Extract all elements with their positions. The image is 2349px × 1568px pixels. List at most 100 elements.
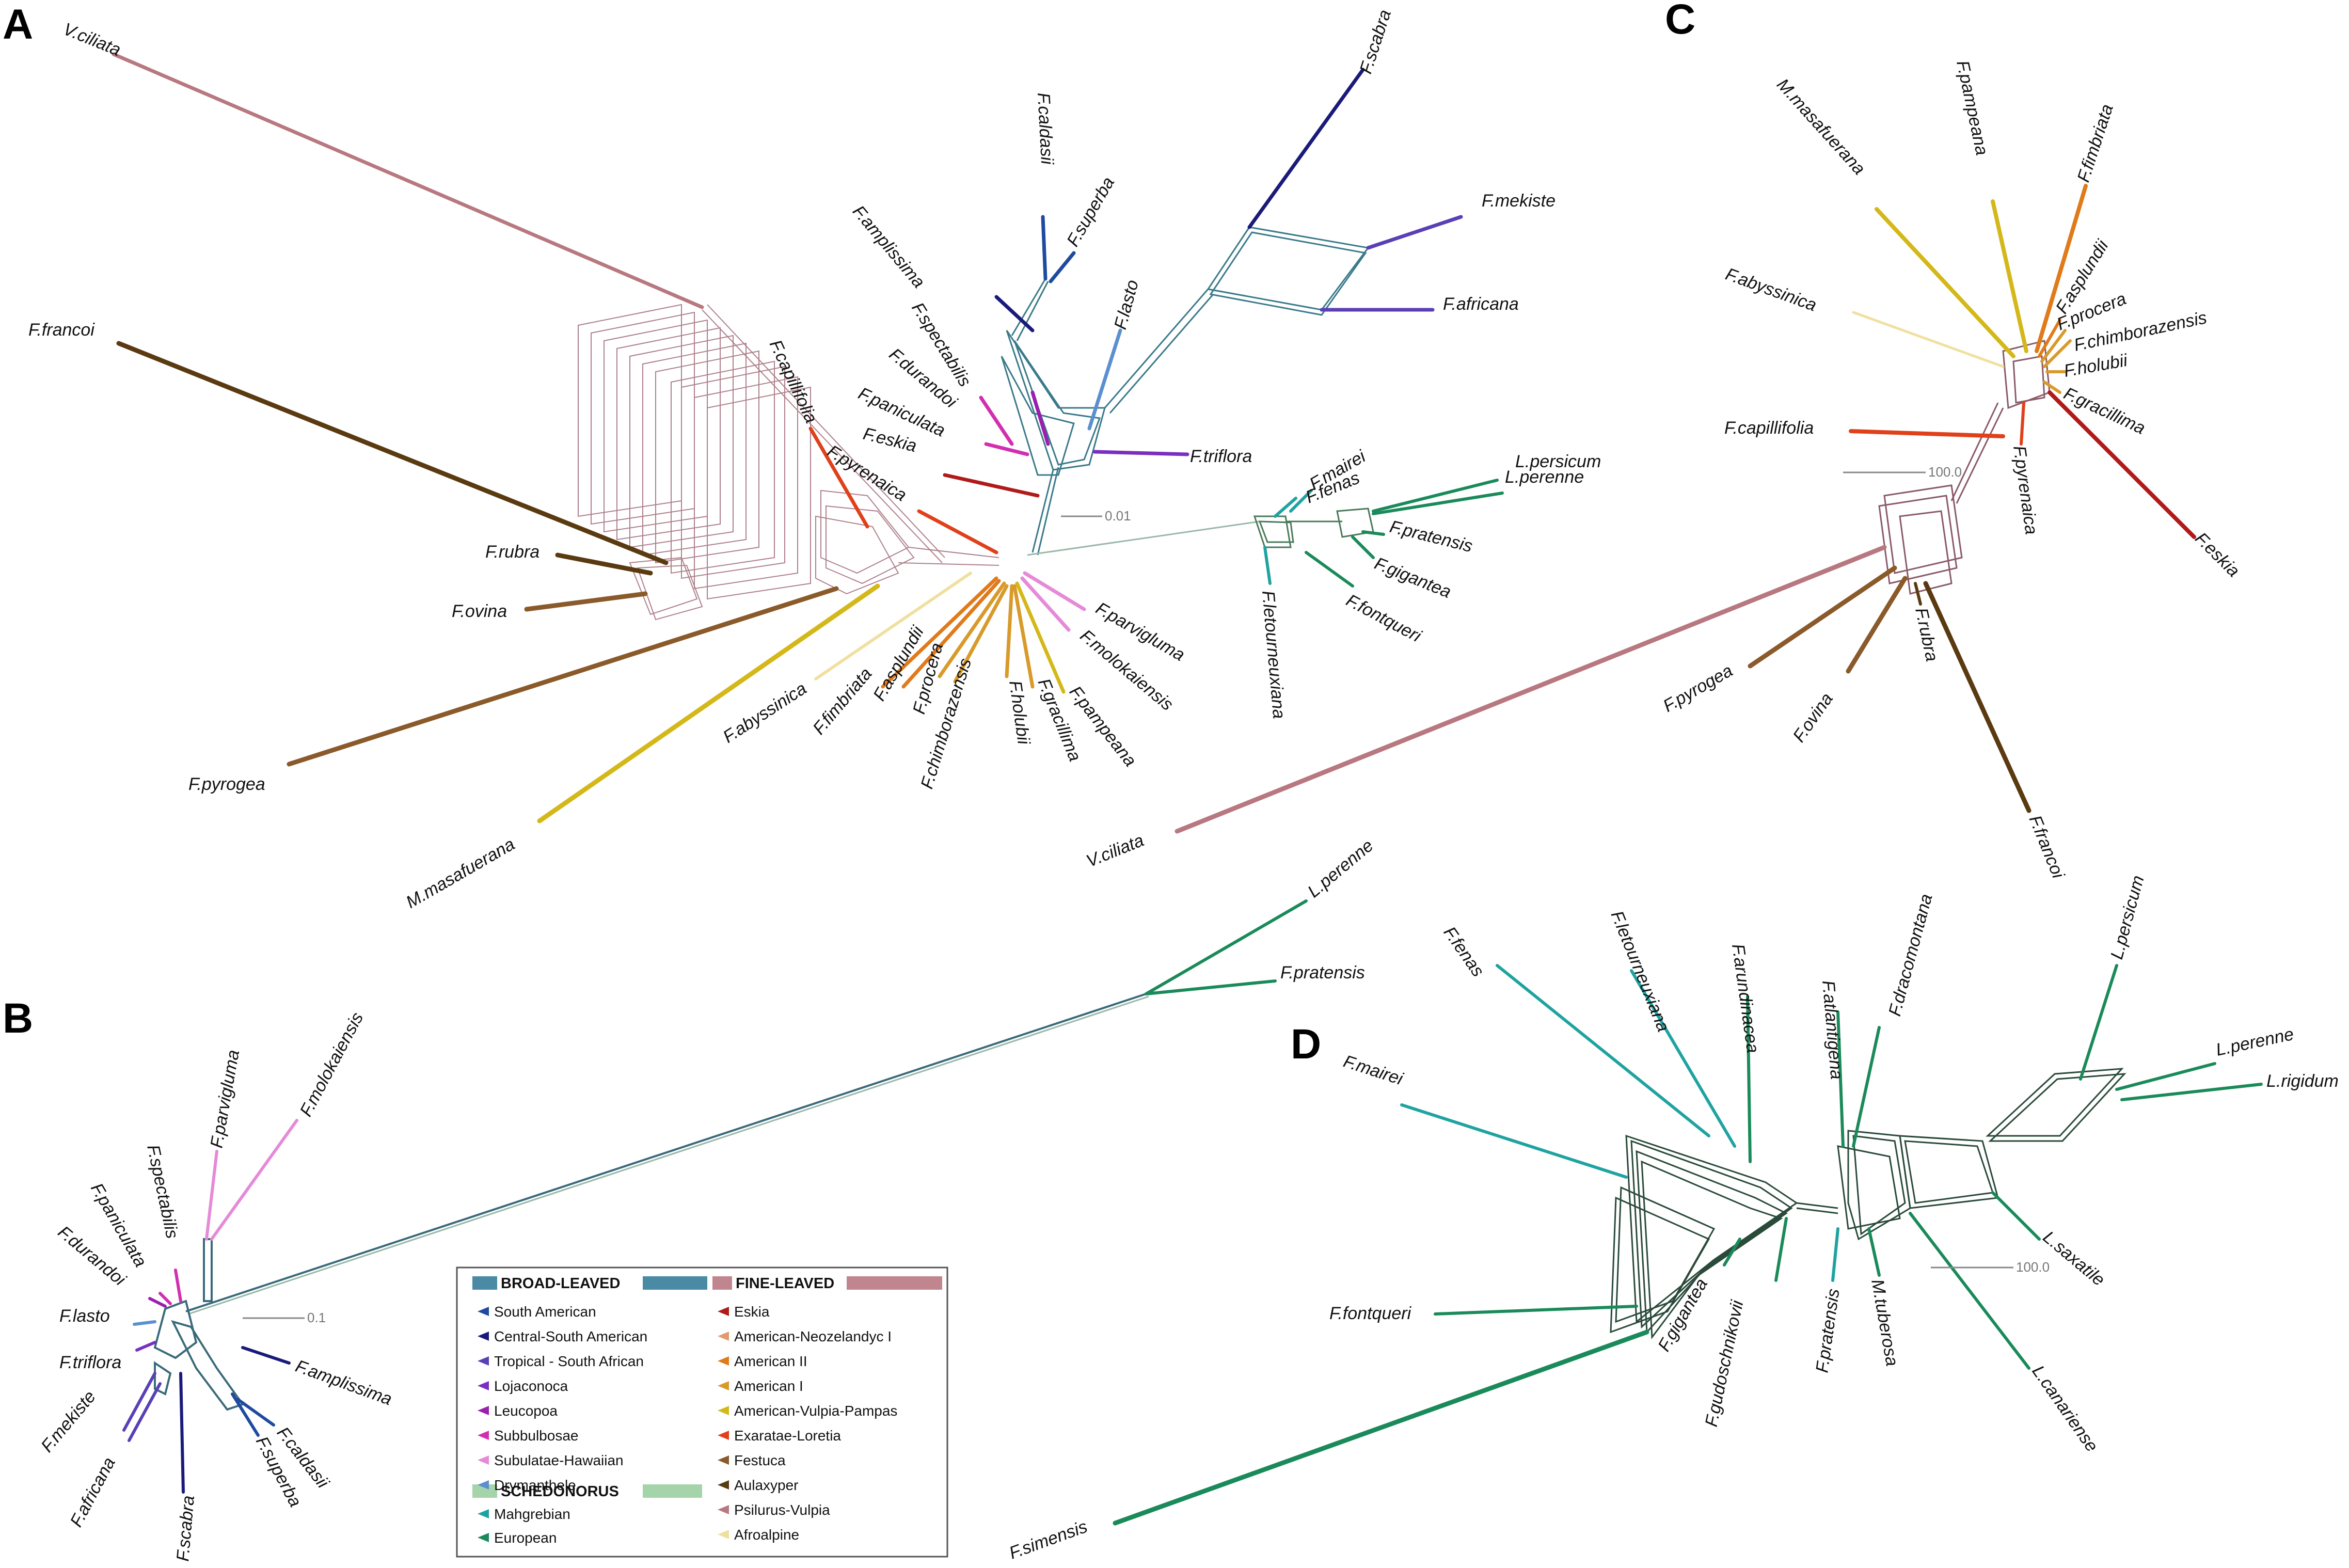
legend-color-swatch (478, 1307, 489, 1316)
legend: BROAD-LEAVED FINE-LEAVED SCHEDONORUS Sou… (456, 1266, 948, 1558)
taxon-label: F.superba (1063, 173, 1118, 250)
legend-item-label: Psilurus-Vulpia (734, 1502, 830, 1518)
legend-color-swatch (478, 1356, 489, 1366)
taxon-label: F.triflora (1190, 447, 1252, 466)
legend-item: Psilurus-Vulpia (718, 1502, 830, 1518)
taxon-label: L.saxatile (2039, 1227, 2108, 1290)
taxon-label: F.lasto (1110, 278, 1142, 331)
taxon-label: F.francoi (28, 320, 95, 340)
panel-d-branches (1113, 964, 2263, 1526)
panel-b-branches (122, 899, 1308, 1494)
taxon-label: F.pratensis (1388, 517, 1474, 556)
legend-color-swatch (718, 1455, 729, 1465)
legend-color-swatch (718, 1307, 729, 1316)
taxon-label: F.mairei (1341, 1051, 1406, 1089)
legend-broad-swatch-left (472, 1276, 497, 1290)
legend-color-swatch (718, 1431, 729, 1440)
taxon-label: F.gudoschnikovii (1702, 1298, 1748, 1429)
legend-color-swatch (478, 1381, 489, 1390)
legend-color-swatch (718, 1406, 729, 1415)
legend-item: American-Neozelandyc I (718, 1328, 892, 1344)
taxon-label: L.perenne (1304, 836, 1377, 902)
taxon-label: F.amplissima (293, 1356, 394, 1409)
taxon-label: F.pratensis (1280, 963, 1365, 983)
panel-letter-d: D (1291, 1021, 1321, 1068)
taxon-label: F.africana (1443, 294, 1519, 314)
taxon-label: F.holubii (1005, 679, 1034, 747)
legend-color-swatch (718, 1332, 729, 1341)
taxon-label: F.pyrenaica (2009, 445, 2041, 536)
legend-item: Festuca (718, 1452, 786, 1468)
legend-fine-swatch-left (712, 1276, 732, 1290)
taxon-label: F.caldasii (1034, 92, 1057, 165)
legend-color-swatch (718, 1530, 729, 1539)
taxon-label: F.gigantea (1372, 553, 1454, 602)
taxon-label: M.tuberosa (1867, 1278, 1902, 1368)
taxon-label: F.francoi (2025, 813, 2069, 882)
taxon-label: F.molokaiensis (296, 1009, 368, 1120)
taxon-label: L.rigidum (2266, 1071, 2339, 1091)
taxon-label: F.pyrogea (188, 774, 265, 794)
taxon-label: F.holubii (2062, 351, 2130, 381)
legend-item-label: South American (494, 1304, 596, 1320)
taxon-label: F.parvigluma (207, 1049, 243, 1150)
panel-a-branches (112, 52, 1504, 823)
legend-item: Drymanthele (478, 1477, 576, 1493)
legend-color-swatch (478, 1533, 489, 1542)
taxon-label: F.arundinacea (1728, 943, 1763, 1054)
legend-item-label: European (494, 1530, 557, 1546)
panel-a: A (3, 1, 1601, 912)
legend-item-label: Subbulbosae (494, 1428, 578, 1444)
panel-d: D (1007, 874, 2339, 1563)
taxon-label: F.ovina (452, 601, 507, 621)
legend-color-swatch (478, 1431, 489, 1440)
legend-item: Exaratae-Loretia (718, 1428, 841, 1444)
taxon-label: F.dracomontana (1885, 892, 1937, 1018)
legend-item-label: Central-South American (494, 1328, 647, 1344)
taxon-label: V.ciliata (60, 19, 123, 60)
taxon-label: V.ciliata (1084, 831, 1147, 872)
taxon-label: F.fontqueri (1343, 591, 1425, 646)
taxon-label: F.letourneuxiana (1258, 590, 1289, 719)
legend-schedonorus-swatch-right (643, 1484, 702, 1498)
panel-c-branches (1174, 184, 2196, 834)
taxon-label: F.rubra (1911, 606, 1942, 663)
panel-d-taxa-labels: F.fenas F.letourneuxiana F.arundinacea F… (1007, 874, 2339, 1563)
legend-item: Leucopoa (478, 1403, 558, 1419)
panel-a-taxa-labels: V.ciliata F.francoi F.rubra F.ovina F.py… (28, 7, 1601, 912)
legend-item: American I (718, 1378, 803, 1394)
legend-item-label: Exaratae-Loretia (734, 1428, 841, 1444)
panel-d-network (1610, 1068, 2126, 1340)
taxon-label: F.mekiste (37, 1387, 100, 1456)
taxon-label: L.canariense (2028, 1362, 2102, 1455)
panel-letter-a: A (3, 1, 33, 48)
legend-item-label: American-Neozelandyc I (734, 1328, 892, 1344)
legend-item: Eskia (718, 1304, 770, 1320)
taxon-label: F.letourneuxiana (1607, 908, 1673, 1035)
panel-b-scale-label: 0.1 (307, 1310, 326, 1325)
taxon-label: F.eskia (2191, 529, 2243, 581)
taxon-label: F.eskia (861, 424, 918, 456)
taxon-label: F.pyrogea (1660, 661, 1736, 716)
legend-item-label: Leucopoa (494, 1403, 558, 1419)
taxon-label: F.fenas (1439, 923, 1488, 980)
legend-item: South American (478, 1304, 596, 1320)
legend-item-label: Mahgrebian (494, 1506, 570, 1522)
legend-item-label: Lojaconoca (494, 1378, 568, 1394)
legend-item-label: Eskia (734, 1304, 770, 1320)
taxon-label: F.atlantigena (1818, 979, 1847, 1080)
legend-item-label: Festuca (734, 1452, 786, 1468)
legend-broad-header: BROAD-LEAVED (501, 1275, 620, 1292)
taxon-label: M.masafuerana (403, 834, 518, 912)
legend-color-swatch (478, 1480, 489, 1490)
legend-color-swatch (718, 1356, 729, 1366)
legend-item: Subbulbosae (478, 1428, 578, 1444)
panel-c-taxa-labels: M.masafuerana F.pampeana F.fimbriata F.a… (1084, 59, 2244, 882)
legend-item-label: Subulatae-Hawaiian (494, 1452, 624, 1468)
taxon-label: F.scabra (1356, 7, 1395, 76)
legend-item: Tropical - South African (478, 1353, 644, 1369)
legend-frame (456, 1266, 948, 1558)
taxon-label: M.masafuerana (1773, 75, 1869, 179)
